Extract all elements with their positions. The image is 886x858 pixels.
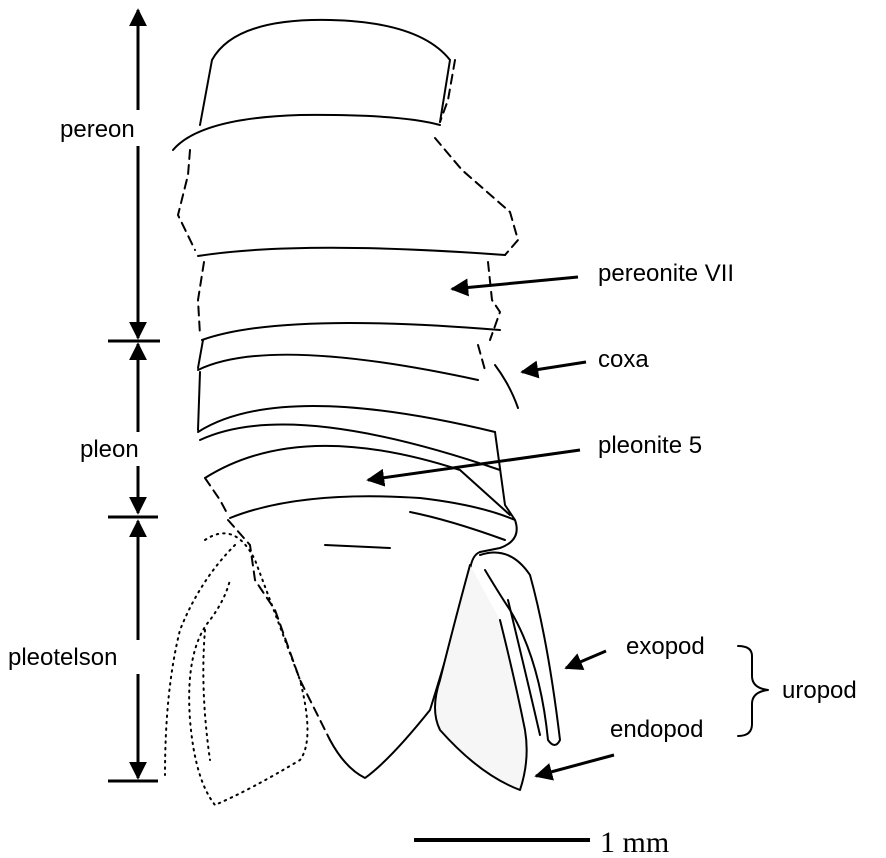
uropod-bracket	[738, 646, 768, 736]
endopod-pointer	[536, 755, 614, 776]
pleonite-5-label: pleonite 5	[598, 432, 702, 459]
coxa-label: coxa	[598, 346, 649, 373]
coxa-pointer	[522, 362, 586, 372]
pleotelson-label: pleotelson	[8, 644, 117, 671]
body-outline	[165, 20, 560, 805]
exopod-label: exopod	[626, 633, 705, 660]
scale-bar: 1 mm	[414, 826, 669, 858]
scale-bar-label: 1 mm	[600, 826, 669, 858]
pleon-label: pleon	[80, 436, 139, 463]
exopod-pointer	[566, 651, 606, 668]
pereonite-vii-pointer	[452, 277, 578, 289]
pereon-label: pereon	[60, 116, 135, 143]
pereonite-vii-label: pereonite VII	[598, 260, 734, 287]
pereonite-vii-segment	[198, 248, 505, 256]
pereonite-top	[200, 20, 450, 125]
endopod-outline	[435, 565, 527, 790]
uropod-label: uropod	[782, 677, 857, 704]
left-uropod-dotted	[189, 533, 307, 805]
coxa-outline	[495, 365, 518, 408]
endopod-label: endopod	[610, 716, 703, 743]
